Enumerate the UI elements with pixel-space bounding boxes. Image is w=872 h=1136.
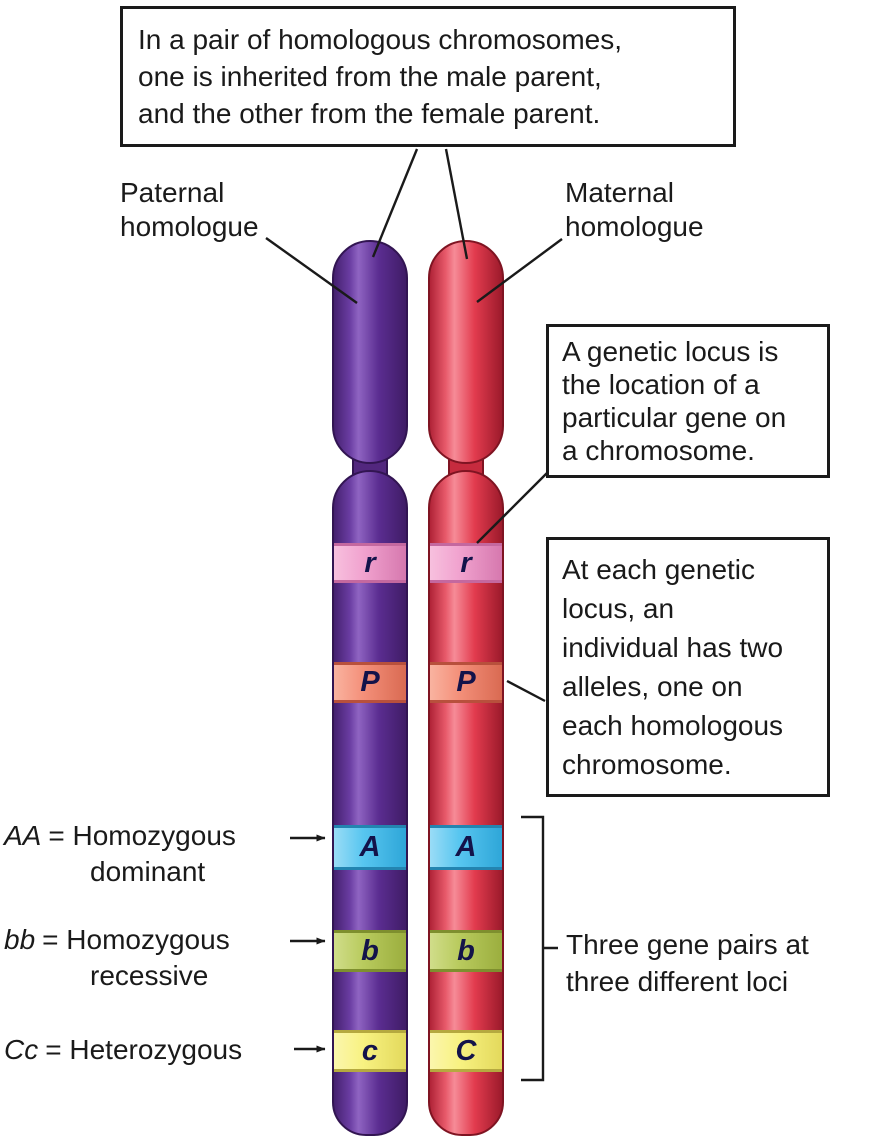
genotype-symbol: bb	[4, 924, 36, 955]
callout-homologous-pair: In a pair of homologous chromosomes, one…	[120, 6, 736, 147]
paternal-band-P: P	[334, 662, 406, 703]
allele-label: r	[460, 546, 472, 579]
legend-line: Cc= Heterozygous	[4, 1032, 242, 1068]
genotype-definition: = Heterozygous	[45, 1034, 243, 1065]
three-gene-pairs-label: Three gene pairs at three different loci	[566, 929, 809, 997]
paternal-chromosome: r P A b c	[332, 240, 408, 1136]
legend-line: AA= Homozygous	[4, 818, 236, 854]
paternal-bottom-arm: r P A b c	[332, 470, 408, 1136]
allele-label: b	[361, 934, 379, 967]
paternal-top-arm	[332, 240, 408, 464]
allele-label: r	[364, 546, 376, 579]
genotype-symbol: Cc	[4, 1034, 39, 1065]
maternal-band-r: r	[430, 543, 502, 583]
genotype-definition-line2: dominant	[90, 856, 206, 887]
callout-two-alleles: At each genetic locus, an individual has…	[546, 537, 830, 797]
allele-label: A	[359, 831, 381, 863]
paternal-band-c: c	[334, 1030, 406, 1072]
allele-label: A	[455, 831, 477, 863]
allele-label: P	[456, 666, 476, 698]
maternal-band-P: P	[430, 662, 502, 703]
allele-label: P	[360, 666, 380, 698]
genotype-definition: = Homozygous	[42, 924, 230, 955]
legend-heterozygous: Cc= Heterozygous	[4, 1032, 242, 1068]
maternal-band-c: C	[430, 1030, 502, 1072]
allele-label: C	[455, 1034, 477, 1067]
maternal-top-arm	[428, 240, 504, 464]
callout-genetic-locus: A genetic locus is the location of a par…	[546, 324, 830, 478]
maternal-homologue-label: Maternal homologue	[565, 177, 704, 242]
maternal-bottom-arm: r P A b C	[428, 470, 504, 1136]
allele-label: b	[457, 934, 475, 967]
gene-pairs-bracket	[521, 815, 558, 1082]
pointer-line-alleles-box	[506, 679, 546, 703]
paternal-homologue-label: Paternal homologue	[120, 177, 259, 242]
genotype-symbol: AA	[4, 820, 42, 851]
paternal-band-A: A	[334, 825, 406, 870]
allele-label: c	[361, 1034, 379, 1067]
paternal-band-b: b	[334, 930, 406, 972]
legend-homozygous-dominant: AA= Homozygous dominant	[4, 818, 236, 890]
maternal-band-b: b	[430, 930, 502, 972]
maternal-chromosome: r P A b C	[428, 240, 504, 1136]
genotype-definition: = Homozygous	[48, 820, 236, 851]
genotype-definition-line2: recessive	[90, 960, 209, 991]
maternal-band-A: A	[430, 825, 502, 870]
legend-homozygous-recessive: bb= Homozygous recessive	[4, 922, 230, 994]
paternal-band-r: r	[334, 543, 406, 583]
legend-line: bb= Homozygous	[4, 922, 230, 958]
